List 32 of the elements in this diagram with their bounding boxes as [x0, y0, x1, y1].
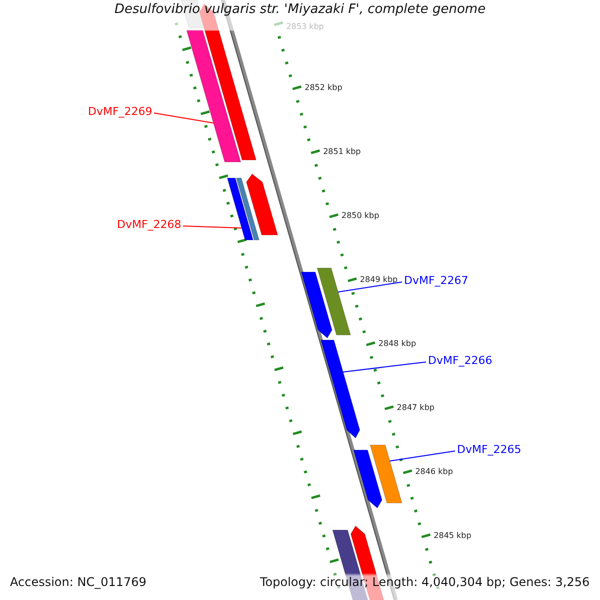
- gene-feature: [186, 30, 242, 162]
- genome-summary: Topology: circular; Length: 4,040,304 bp; Genes: 3,256: [260, 576, 590, 588]
- map-title: Desulfovibrio vulgaris str. 'Miyazaki F', complete genome: [114, 3, 486, 16]
- scale-label: 2845 kbp: [434, 532, 472, 540]
- gene-feature: [226, 178, 254, 240]
- gene-label: DvMF_2266: [428, 355, 492, 366]
- gene-label: DvMF_2267: [404, 275, 468, 286]
- accession-text: Accession: NC_011769: [10, 576, 146, 588]
- gene-feature: [300, 272, 332, 338]
- scale-label: 2851 kbp: [323, 148, 361, 156]
- gene-feature: [316, 268, 351, 336]
- gene-feature: [353, 450, 382, 508]
- gene-label: DvMF_2268: [117, 219, 182, 230]
- leader-line: [389, 450, 456, 462]
- scale-label: 2852 kbp: [304, 84, 342, 92]
- scale-label: 2850 kbp: [341, 212, 380, 220]
- scale-label: 2846 kbp: [415, 468, 453, 476]
- scale-label: 2849 kbp: [360, 276, 398, 284]
- leader-line: [182, 226, 242, 228]
- leader-line: [342, 362, 426, 372]
- gene-feature: [370, 444, 402, 504]
- gene-feature: [320, 340, 360, 438]
- gene-label: DvMF_2265: [457, 444, 522, 455]
- leader-line: [338, 282, 402, 292]
- scale-label: 2848 kbp: [378, 340, 416, 348]
- scale-label: 2847 kbp: [396, 404, 434, 412]
- scale-label: 2853 kbp: [286, 23, 324, 31]
- leader-line: [154, 112, 214, 124]
- gene-label: DvMF_2269: [88, 106, 152, 117]
- gene-feature: [236, 178, 260, 240]
- gene-feature: [246, 174, 278, 236]
- gene-feature: [199, 4, 256, 160]
